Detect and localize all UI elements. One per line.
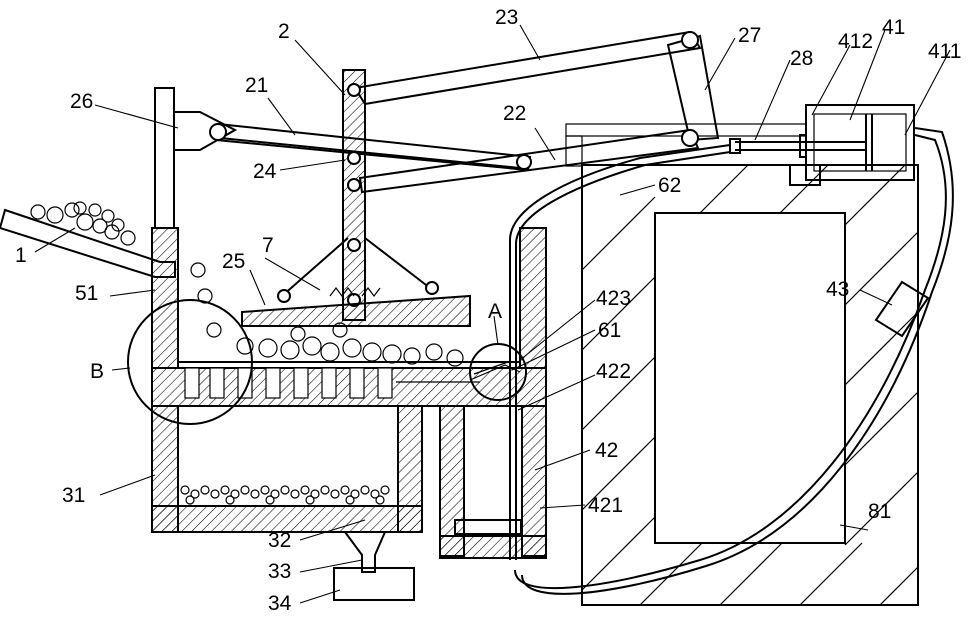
label-B: B bbox=[90, 360, 104, 383]
label-1: 1 bbox=[15, 244, 27, 267]
label-422: 422 bbox=[596, 360, 631, 383]
label-411: 411 bbox=[928, 40, 961, 63]
cylinder-42 bbox=[440, 406, 546, 558]
label-33: 33 bbox=[268, 560, 291, 583]
label-24: 24 bbox=[253, 160, 277, 183]
label-A: A bbox=[488, 300, 502, 323]
label-41: 41 bbox=[882, 16, 905, 39]
label-22: 22 bbox=[503, 102, 526, 125]
label-28: 28 bbox=[790, 47, 813, 70]
cabinet-81 bbox=[582, 165, 918, 605]
label-81: 81 bbox=[868, 500, 891, 523]
label-7: 7 bbox=[262, 234, 274, 257]
linkage-assembly bbox=[155, 32, 718, 320]
label-421: 421 bbox=[588, 494, 623, 517]
label-26: 26 bbox=[70, 90, 93, 113]
label-31: 31 bbox=[62, 484, 85, 507]
label-23: 23 bbox=[495, 6, 518, 29]
label-51: 51 bbox=[75, 282, 98, 305]
label-2: 2 bbox=[278, 20, 290, 43]
label-62: 62 bbox=[658, 174, 681, 197]
label-21: 21 bbox=[245, 74, 268, 97]
label-34: 34 bbox=[268, 592, 292, 615]
label-61: 61 bbox=[598, 319, 621, 342]
hoses bbox=[510, 128, 953, 594]
label-423: 423 bbox=[596, 287, 631, 310]
label-412: 412 bbox=[838, 30, 873, 53]
label-27: 27 bbox=[738, 24, 761, 47]
label-32: 32 bbox=[268, 529, 291, 552]
label-42: 42 bbox=[595, 439, 618, 462]
label-25: 25 bbox=[222, 250, 245, 273]
label-43: 43 bbox=[826, 278, 849, 301]
